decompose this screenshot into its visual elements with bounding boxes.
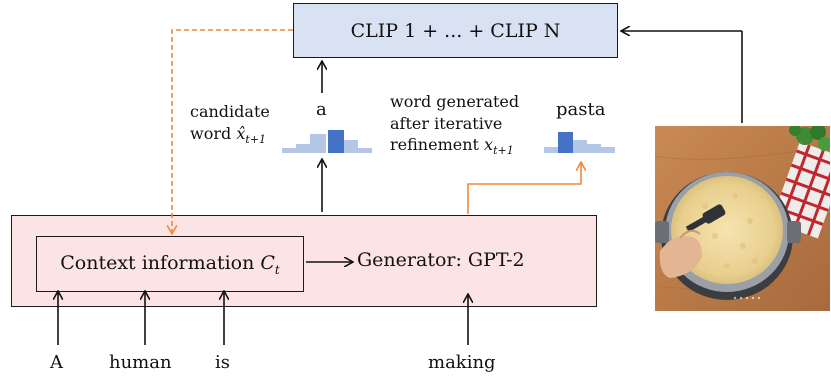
refined-subscript: t+1	[493, 144, 514, 158]
clip-feedback-arrow	[172, 29, 293, 233]
clip-box-label: CLIP 1 + ... + CLIP N	[350, 19, 561, 42]
candidate-word: a	[316, 99, 327, 120]
candidate-bar-4	[328, 130, 344, 153]
red-towel	[770, 141, 830, 239]
input-word-is: is	[215, 352, 230, 373]
candidate-bar-6	[358, 148, 372, 153]
refined-bar-2	[558, 132, 573, 153]
hand	[659, 229, 702, 278]
candidate-subscript: t+1	[245, 132, 266, 146]
clip-ensemble-box: CLIP 1 + ... + CLIP N	[293, 3, 618, 58]
input-word-a: A	[50, 352, 63, 373]
candidate-distribution-bars	[282, 130, 372, 153]
refined-distribution-bars	[544, 132, 615, 153]
refined-bar-5	[601, 147, 615, 153]
refined-caption: word generated after iterative refinemen…	[390, 91, 519, 159]
candidate-symbol: x̂	[236, 123, 246, 143]
candidate-caption-line1: candidate	[190, 102, 270, 121]
candidate-bar-5	[344, 140, 358, 153]
refined-caption-line3: refinement xt+1	[390, 134, 519, 159]
herb-leaves	[789, 126, 830, 151]
candidate-bar-2	[296, 144, 310, 153]
context-label: Context information Ct	[60, 252, 280, 277]
refined-bar-3	[573, 140, 587, 153]
image-to-clip-arrow	[622, 31, 743, 123]
context-symbol: C	[260, 251, 275, 274]
candidate-caption-line2: word x̂t+1	[190, 123, 270, 148]
candidate-bar-3	[310, 134, 326, 153]
candidate-caption: candidate word x̂t+1	[190, 101, 270, 148]
candidate-caption-prefix: word	[190, 123, 237, 143]
refined-symbol: x	[484, 135, 494, 155]
context-information-box: Context information Ct	[36, 236, 304, 292]
candidate-bar-1	[282, 148, 296, 153]
refined-word: pasta	[556, 99, 606, 120]
refined-caption-prefix: refinement	[390, 135, 485, 155]
generator-to-refined-arrow	[467, 163, 581, 214]
context-label-text: Context information	[60, 251, 261, 274]
input-word-making: making	[428, 352, 496, 373]
refined-caption-line1: word generated	[390, 92, 520, 111]
context-subscript: t	[274, 262, 280, 277]
refined-bar-1	[544, 147, 558, 153]
refined-caption-line2: after iterative	[390, 113, 503, 133]
cooking-pot-pasta-photo	[655, 126, 830, 311]
refined-bar-4	[587, 144, 601, 153]
input-word-human: human	[109, 352, 172, 373]
generator-label: Generator: GPT-2	[357, 249, 525, 271]
